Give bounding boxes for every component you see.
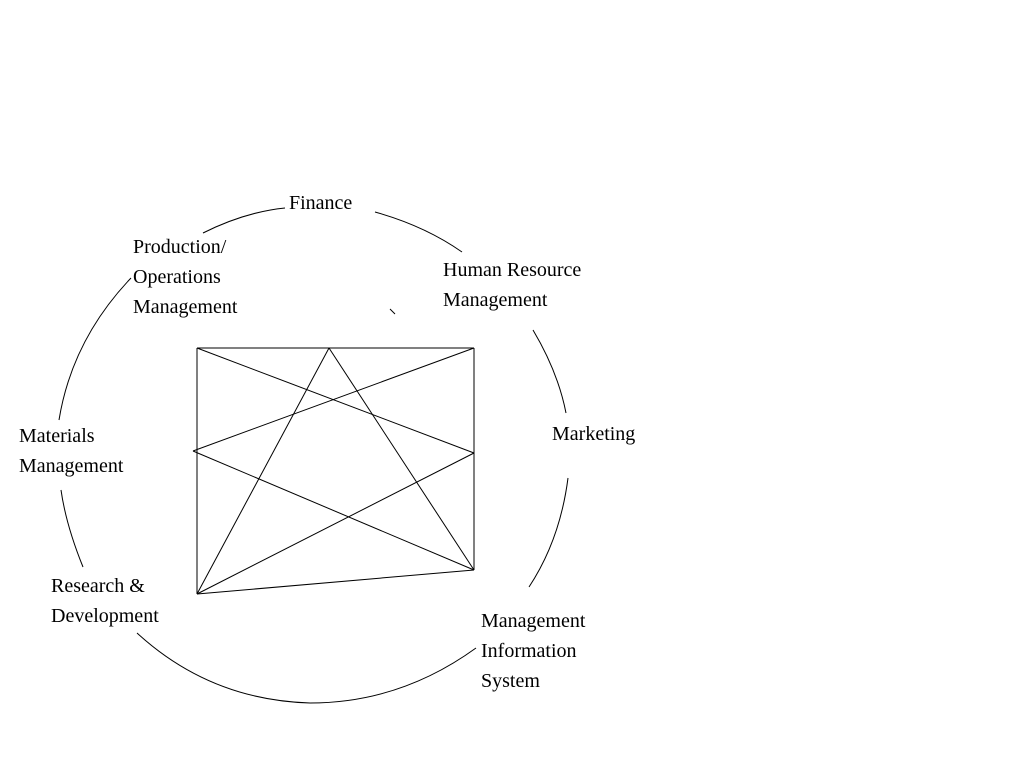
node-label-line: Human Resource [443, 259, 582, 281]
arc-production-finance [202, 207, 286, 234]
link-topleft-to-midright [196, 347, 475, 454]
node-marketing: Marketing [552, 419, 635, 449]
node-label-line: Research & [51, 575, 145, 597]
node-label-line: Management [133, 296, 238, 318]
link-topright-to-midleft [192, 347, 475, 452]
stray-tick [389, 308, 396, 315]
arc-rnd-materials [60, 489, 84, 568]
arc-mis-rnd [136, 632, 477, 704]
node-label-line: Management [443, 289, 548, 311]
node-label-line: Management [481, 610, 586, 632]
link-bottom-edge [196, 569, 475, 595]
node-label-line: Management [19, 455, 124, 477]
node-label-line: Finance [289, 192, 353, 214]
node-label-line: Development [51, 605, 159, 627]
link-midleft-to-bottomright [192, 450, 475, 571]
arc-hrm-marketing [532, 329, 567, 414]
arc-materials-production [58, 277, 132, 421]
node-label-line: Marketing [552, 423, 636, 445]
arc-finance-hrm [374, 211, 463, 253]
node-label-line: Operations [133, 266, 221, 288]
node-label-line: Information [481, 640, 577, 662]
node-label-line: System [481, 670, 540, 692]
node-label-line: Production/ [133, 236, 227, 258]
node-label-line: Materials [19, 425, 95, 447]
node-research-development: Research & Development [51, 571, 159, 631]
arc-marketing-mis [528, 477, 569, 588]
link-apex-to-bottomleft [196, 347, 330, 595]
node-finance: Finance [289, 188, 352, 218]
link-midright-to-bottomleft [196, 452, 475, 595]
link-apex-to-bottomright [328, 347, 475, 571]
